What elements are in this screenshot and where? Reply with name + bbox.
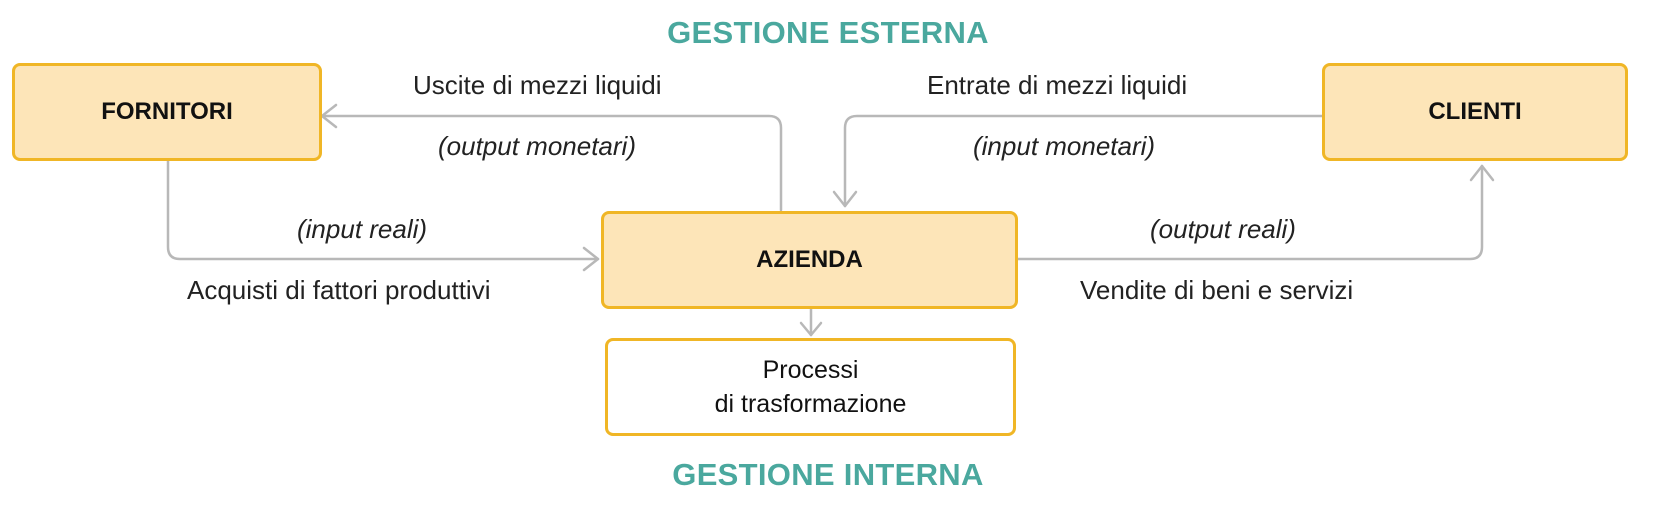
purchases-arrow	[166, 158, 600, 261]
sales-arrow	[1016, 164, 1484, 261]
purchases-label: Acquisti di fattori produttivi	[187, 275, 491, 305]
company-label: AZIENDA	[756, 246, 863, 273]
process-arrowhead	[799, 321, 823, 337]
cash-out-label: Uscite di mezzi liquidi	[413, 70, 662, 100]
suppliers-box: FORNITORI	[12, 63, 322, 161]
purchases-note: (input reali)	[297, 214, 428, 244]
cash-in-arrowhead	[832, 190, 858, 208]
process-box: Processi di trasformazione	[605, 338, 1016, 436]
cash-in-label: Entrate di mezzi liquidi	[927, 70, 1188, 100]
internal-management-heading: GESTIONE INTERNA	[672, 457, 984, 492]
cash-out-arrowhead	[320, 103, 338, 129]
sales-arrowhead	[1469, 164, 1495, 182]
cash-in-arrow	[843, 114, 1324, 208]
cash-out-arrow	[320, 114, 783, 212]
external-management-heading: GESTIONE ESTERNA	[667, 15, 989, 50]
sales-label: Vendite di beni e servizi	[1080, 275, 1354, 305]
customers-label: CLIENTI	[1428, 98, 1522, 125]
purchases-arrowhead	[582, 246, 600, 272]
cash-in-note: (input monetari)	[973, 131, 1156, 161]
process-label-line2: di trasformazione	[714, 390, 907, 418]
process-label-line1: Processi	[762, 356, 859, 384]
cash-out-note: (output monetari)	[438, 131, 636, 161]
sales-note: (output reali)	[1150, 214, 1296, 244]
company-box: AZIENDA	[601, 211, 1018, 309]
customers-box: CLIENTI	[1322, 63, 1628, 161]
suppliers-label: FORNITORI	[101, 98, 233, 125]
